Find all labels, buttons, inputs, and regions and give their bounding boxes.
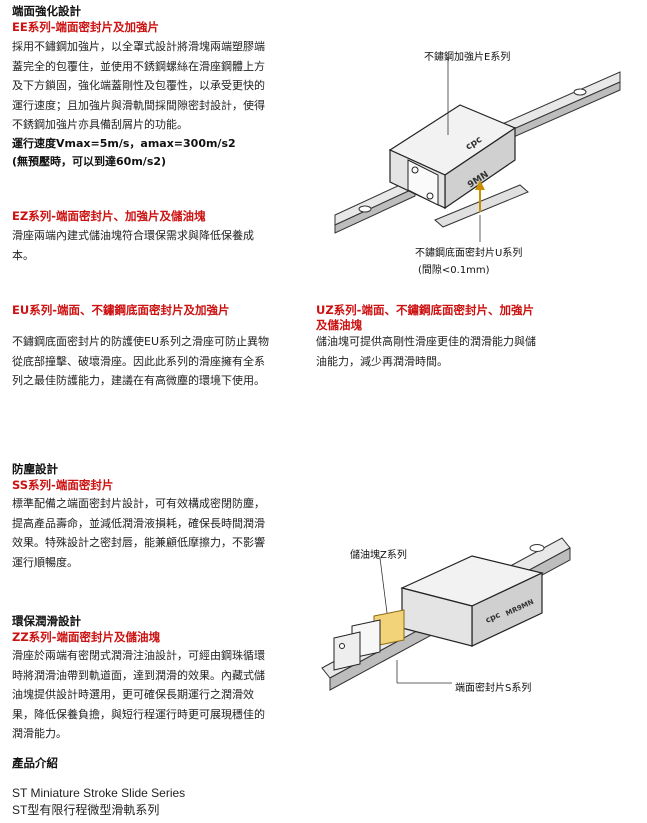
section-title-product: 產品介紹 <box>12 756 58 770</box>
ez-line: 滑座兩端內建式儲油塊符合環保需求與降低保養成 <box>12 229 254 242</box>
fig1-label-gap: (間隙<0.1mm) <box>418 265 490 276</box>
ss-line: 運行順暢度。 <box>12 555 78 569</box>
zz-series-title: ZZ系列-端面密封片及儲油塊 <box>12 630 160 644</box>
uz-series-title-cont: 及儲油塊 <box>316 318 362 332</box>
speed-spec: 運行速度Vmax=5m/s，amax=300m/s2 <box>12 137 236 150</box>
fig2-label-bottom: 端面密封片S系列 <box>455 683 532 694</box>
fig2-label-top: 儲油塊Z系列 <box>350 550 407 561</box>
ez-line: 本。 <box>12 248 34 262</box>
ee-line: 及下方鎖固，強化端蓋剛性及包覆性，以承受更快的 <box>12 79 265 92</box>
ez-series-title: EZ系列-端面密封片、加強片及儲油塊 <box>12 209 206 223</box>
ss-series-title: SS系列-端面密封片 <box>12 478 114 492</box>
eu-line: 從底部撞擊、破壞滑座。因此此系列的滑座擁有全系 <box>12 354 265 368</box>
fig1-label-bottom: 不鏽鋼底面密封片U系列 <box>415 248 523 259</box>
ee-description: 採用不鏽鋼加強片，以全罩式設計將滑塊兩端塑膠端 蓋完全的包覆住，並使用不銹鋼螺絲… <box>12 37 302 135</box>
uz-series-title: UZ系列-端面、不鏽鋼底面密封片、加強片 <box>316 303 534 317</box>
ez-description: 滑座兩端內建式儲油塊符合環保需求與降低保養成 本。 <box>12 226 302 265</box>
zz-line: 潤滑能力。 <box>12 727 67 740</box>
zz-line: 時將潤滑油帶到軌道面，達到潤滑的效果。內藏式儲 <box>12 668 265 682</box>
ee-line: 採用不鏽鋼加強片，以全罩式設計將滑塊兩端塑膠端 <box>12 40 265 53</box>
product-name-zh: ST型有限行程微型滑軌系列 <box>12 803 160 817</box>
ee-slide-illustration: cpc 9MN <box>334 57 621 242</box>
eu-series-title: EU系列-端面、不鏽鋼底面密封片及加強片 <box>12 303 230 317</box>
zz-description: 滑座於兩端有密閉式潤滑注油設計，可經由鋼珠循環 時將潤滑油帶到軌道面，達到潤滑的… <box>12 646 307 744</box>
zz-line: 滑座於兩端有密閉式潤滑注油設計，可經由鋼珠循環 <box>12 649 265 662</box>
ee-line: 運行速度；且加強片與滑軌間採間隙密封設計，使得 <box>12 98 265 112</box>
eu-line: 不鏽鋼底面密封片的防護使EU系列之滑座可防止異物 <box>12 335 269 348</box>
ss-zz-slide-illustration: cpc MR9MN <box>321 537 571 691</box>
ss-line: 標準配備之端面密封片設計，可有效構成密閉防塵， <box>12 497 265 510</box>
uz-line: 油能力，減少再潤滑時間。 <box>316 354 448 368</box>
zz-line: 油塊提供設計時選用，更可確保長期運行之潤滑效 <box>12 688 254 701</box>
zz-line: 果，降低保養負擔，與短行程運行時更可展現穩佳的 <box>12 707 265 721</box>
eu-line: 列之最佳防護能力，建議在有高微塵的環境下使用。 <box>12 374 265 387</box>
ss-line: 提高產品壽命，並減低潤滑液損耗，確保長時間潤滑 <box>12 516 265 530</box>
product-name-en: ST Miniature Stroke Slide Series <box>12 786 186 800</box>
uz-description: 儲油塊可提供高剛性滑座更佳的潤滑能力與儲 油能力，減少再潤滑時間。 <box>316 332 606 371</box>
eu-description: 不鏽鋼底面密封片的防護使EU系列之滑座可防止異物 從底部撞擊、破壞滑座。因此此系… <box>12 332 302 391</box>
uz-line: 儲油塊可提供高剛性滑座更佳的潤滑能力與儲 <box>316 335 536 348</box>
section-title-dust: 防塵設計 <box>12 462 58 476</box>
ee-line: 不銹鋼加強片亦具備刮屑片的功能。 <box>12 118 188 131</box>
section-title-strength: 端面強化設計 <box>12 4 81 18</box>
section-title-lube: 環保潤滑設計 <box>12 614 81 628</box>
fig1-label-top: 不鏽鋼加強片E系列 <box>424 52 511 63</box>
ee-line: 蓋完全的包覆住，並使用不銹鋼螺絲在滑座鋼體上方 <box>12 59 265 73</box>
ee-series-title: EE系列-端面密封片及加強片 <box>12 20 159 34</box>
speed-spec-note: (無預壓時，可以到達60m/s2) <box>12 155 167 168</box>
ss-description: 標準配備之端面密封片設計，可有效構成密閉防塵， 提高產品壽命，並減低潤滑液損耗，… <box>12 494 302 572</box>
ss-line: 效果。特殊設計之密封唇，能兼顧低摩擦力，不影響 <box>12 536 265 549</box>
